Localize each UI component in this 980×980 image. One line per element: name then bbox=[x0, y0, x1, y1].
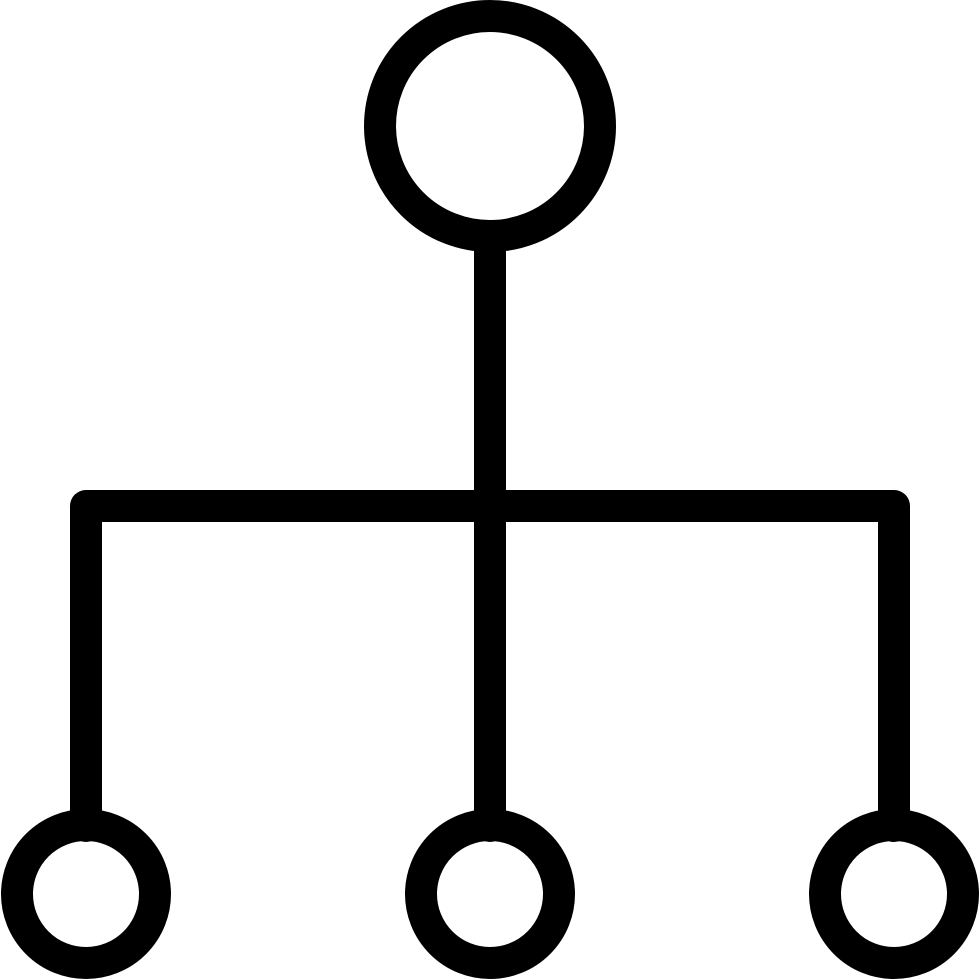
child-node-right-icon bbox=[809, 809, 979, 979]
root-node-icon bbox=[364, 0, 616, 252]
child-node-center-icon bbox=[405, 809, 575, 979]
child-node-left-icon bbox=[1, 809, 171, 979]
